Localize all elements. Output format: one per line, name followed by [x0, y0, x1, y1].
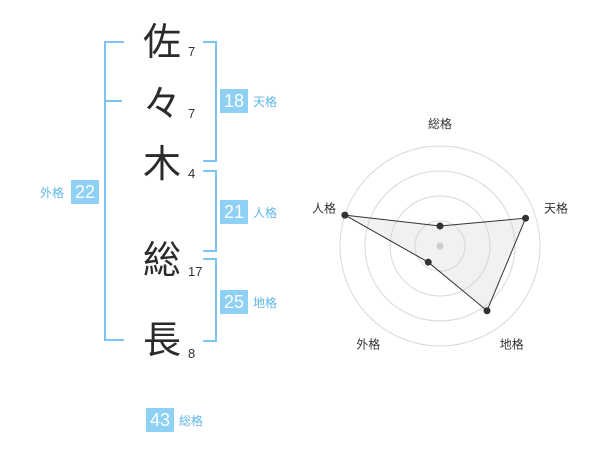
stroke-count-5: 8 — [188, 346, 196, 361]
radar-point — [341, 211, 349, 219]
gaikaku-bracket — [104, 41, 124, 341]
chikaku-value: 25 — [220, 290, 248, 314]
radar-point — [483, 307, 491, 315]
jinkaku-value: 21 — [220, 200, 248, 224]
radar-axis-label: 天格 — [544, 200, 568, 215]
radar-grid-ring — [364, 170, 516, 322]
radar-axis-label: 外格 — [356, 337, 380, 352]
gaikaku-value: 22 — [71, 180, 99, 204]
name-char-5: 長 — [142, 318, 181, 362]
radar-grid-ring — [339, 145, 541, 347]
tenkaku-value: 18 — [220, 89, 248, 113]
radar-point — [436, 222, 444, 230]
tenkaku-label: 天格 — [253, 95, 278, 109]
soukaku-label: 総格 — [179, 414, 204, 428]
tenkaku-bracket — [203, 41, 217, 162]
name-char-2: 々 — [142, 82, 181, 126]
radar-center-dot — [436, 242, 444, 250]
soukaku-value: 43 — [146, 408, 174, 432]
stroke-count-2: 7 — [188, 106, 196, 121]
jinkaku-label: 人格 — [253, 206, 278, 220]
radar-axis-label: 地格 — [500, 337, 524, 352]
gaikaku-label: 外格 — [40, 186, 65, 200]
chikaku-bracket — [203, 258, 217, 342]
stroke-count-3: 4 — [188, 166, 196, 181]
gaikaku-bracket-tick — [104, 100, 122, 102]
radar-point — [522, 214, 530, 222]
chikaku-label: 地格 — [253, 296, 278, 310]
stroke-count-4: 17 — [188, 264, 203, 279]
radar-axis-label: 人格 — [312, 200, 336, 215]
jinkaku-bracket — [203, 170, 217, 252]
name-char-1: 佐 — [142, 20, 181, 64]
radar-grid-ring — [414, 220, 466, 272]
name-char-3: 木 — [142, 142, 181, 186]
radar-grid-ring — [389, 195, 491, 297]
stroke-count-1: 7 — [188, 44, 196, 59]
radar-point — [424, 258, 432, 266]
radar-axis-label: 総格 — [428, 116, 452, 131]
name-char-4: 総 — [142, 238, 181, 282]
radar-series-area — [344, 214, 527, 312]
